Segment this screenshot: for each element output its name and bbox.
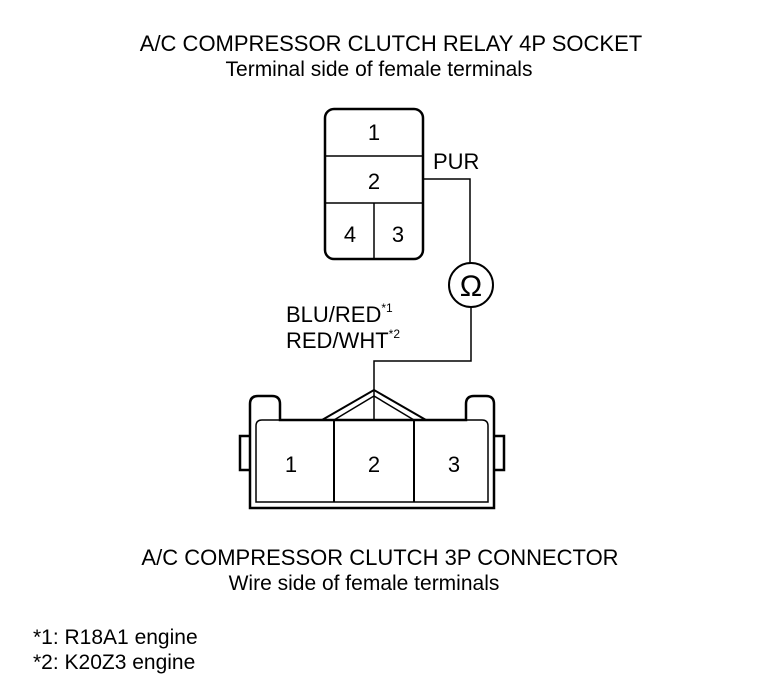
- ohmmeter-icon: Ω: [448, 262, 494, 308]
- pur-wire-label: PUR: [433, 149, 480, 174]
- compressor-connector: 1 2 3: [238, 388, 506, 510]
- connector-terminal-2: 2: [368, 452, 380, 477]
- relay-terminal-2: 2: [368, 169, 380, 194]
- relay-terminal-4: 4: [344, 222, 356, 247]
- blu-red-wire-label: BLU/RED*1: [286, 301, 393, 327]
- relay-socket: 1 2 4 3: [323, 107, 425, 261]
- red-wht-footnote-mark: *2: [388, 327, 400, 341]
- connector-terminal-3: 3: [448, 452, 460, 477]
- red-wht-text: RED/WHT: [286, 328, 389, 353]
- red-wht-wire-label: RED/WHT*2: [286, 327, 400, 353]
- relay-socket-subtitle: Terminal side of female terminals: [225, 58, 533, 81]
- pur-probe-wire: [423, 178, 471, 263]
- relay-socket-title: A/C COMPRESSOR CLUTCH RELAY 4P SOCKET: [139, 31, 643, 56]
- connector-probe-wire: [373, 307, 472, 390]
- blu-red-text: BLU/RED: [286, 302, 382, 327]
- connector-title: A/C COMPRESSOR CLUTCH 3P CONNECTOR: [141, 545, 619, 570]
- connector-terminal-1: 1: [285, 452, 297, 477]
- footnote-2: *2: K20Z3 engine: [33, 651, 196, 674]
- connector-subtitle: Wire side of female terminals: [228, 572, 500, 595]
- blu-red-footnote-mark: *1: [381, 301, 393, 315]
- relay-terminal-1: 1: [368, 120, 380, 145]
- footnote-1: *1: R18A1 engine: [33, 626, 198, 649]
- ohm-symbol: Ω: [460, 270, 482, 303]
- relay-terminal-3: 3: [392, 222, 404, 247]
